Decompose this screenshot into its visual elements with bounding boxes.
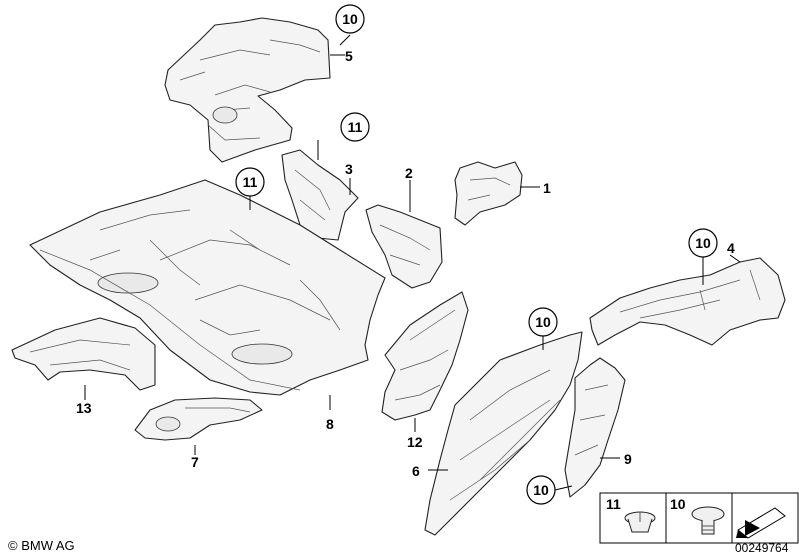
- label-5: 5: [345, 48, 353, 64]
- callout-circle-11-a: [340, 112, 370, 142]
- callout-10-right: 10: [695, 235, 711, 251]
- part-1-panel: [454, 161, 523, 226]
- callout-11-a: 11: [348, 119, 363, 135]
- direction-arrow-icon: [736, 507, 786, 539]
- push-clip-11-icon: [624, 511, 656, 533]
- part-12-duct: [381, 291, 469, 421]
- fastener-legend: 11 10: [599, 492, 799, 544]
- callout-10-mid: 10: [535, 314, 551, 330]
- callout-circle-10-bottom: [526, 475, 556, 505]
- push-clip-10-icon: [691, 506, 725, 535]
- callout-circle-10-right: [688, 228, 718, 258]
- copyright-text: © BMW AG: [8, 538, 75, 553]
- callout-circle-10-top: [335, 4, 365, 34]
- part-4-duct: [589, 257, 786, 346]
- legend-label-10: 10: [670, 496, 686, 512]
- part-13-bracket: [11, 317, 156, 391]
- legend-label-11: 11: [606, 496, 621, 512]
- part-6-side-panel: [424, 331, 583, 536]
- callout-10-top: 10: [342, 11, 358, 27]
- callout-circle-10-mid: [528, 307, 558, 337]
- part-9-panel: [564, 357, 626, 498]
- part-7-bracket: [134, 397, 263, 441]
- label-1: 1: [543, 180, 551, 196]
- part-5-insulation: [164, 17, 331, 163]
- callout-circle-11-b: [235, 167, 265, 197]
- label-6: 6: [412, 463, 420, 479]
- label-2: 2: [405, 165, 413, 181]
- part-2-panel: [365, 204, 443, 289]
- label-3: 3: [345, 161, 353, 177]
- part-3-panel: [281, 149, 359, 241]
- callout-10-bottom: 10: [533, 482, 549, 498]
- label-8: 8: [326, 416, 334, 432]
- label-4: 4: [727, 240, 735, 256]
- diagram-reference-number: 00249764: [735, 541, 789, 555]
- label-13: 13: [76, 400, 92, 416]
- part-8-floor-covering: [29, 179, 386, 396]
- label-12: 12: [407, 434, 423, 450]
- label-7: 7: [191, 454, 199, 470]
- label-9: 9: [624, 451, 632, 467]
- callout-11-b: 11: [243, 174, 258, 190]
